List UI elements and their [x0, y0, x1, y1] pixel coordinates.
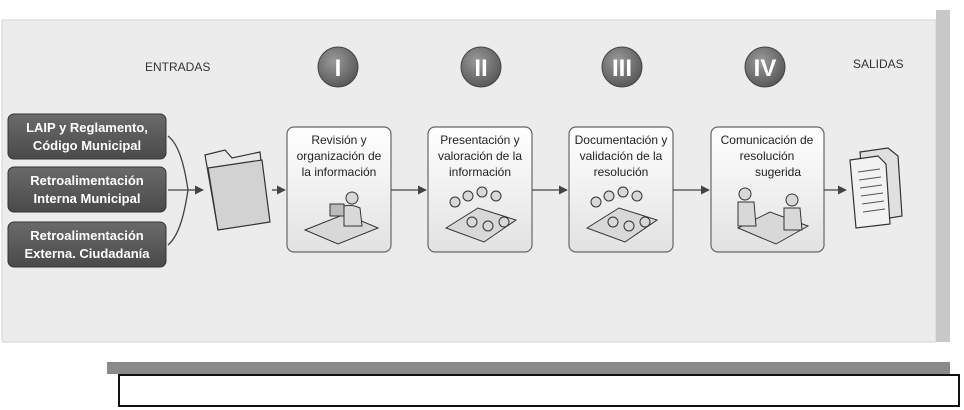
- documents-icon: [849, 147, 903, 229]
- meeting-group-icon: [444, 186, 518, 243]
- input-box-label-line2: Código Municipal: [33, 138, 141, 153]
- input-box-label-line2: Externa. Ciudadanía: [25, 246, 151, 261]
- stage-2-numeral: II: [474, 55, 487, 82]
- caption-box: [118, 374, 960, 407]
- stage-2-line2: valoración de la: [438, 149, 522, 163]
- stage-2-line3: información: [449, 165, 511, 179]
- stage-1-line3: la información: [302, 165, 377, 179]
- stage-3-numeral: III: [612, 55, 632, 82]
- input-box-interna: Retroalimentación Interna Municipal: [7, 166, 167, 213]
- person-computer-icon: [303, 191, 380, 245]
- stage-1-line2: organización de: [297, 149, 382, 163]
- input-bracket: [167, 135, 189, 246]
- stage-4-numeral: IV: [754, 55, 777, 82]
- stage-2-numeral-circle: [460, 46, 502, 88]
- stage-3-line2: validación de la: [580, 149, 663, 163]
- stage-4-line3: sugerida: [755, 165, 801, 179]
- stage-2: II Presentación y valoración de la infor…: [427, 46, 533, 253]
- stage-3-line3: resolución: [594, 165, 649, 179]
- input-box-label-line1: LAIP y Reglamento,: [26, 120, 148, 135]
- separator-bar: [107, 362, 950, 374]
- folder-icon: [204, 149, 271, 231]
- stage-4-numeral-circle: [744, 46, 786, 88]
- stage-4: IV Comunicación de resolución sugerida: [710, 46, 825, 253]
- input-box-label-line1: Retroalimentación: [30, 228, 143, 243]
- input-box-label-line2: Interna Municipal: [34, 191, 141, 206]
- stage-2-line1: Presentación y: [440, 133, 519, 147]
- stage-1-numeral-circle: [317, 46, 359, 88]
- entradas-label: ENTRADAS: [145, 60, 210, 74]
- stage-3: III Documentación y validación de la res…: [568, 46, 674, 253]
- stage-4-line1: Comunicación de: [721, 133, 814, 147]
- input-box-laip: LAIP y Reglamento, Código Municipal: [7, 113, 167, 160]
- stage-1-numeral: I: [335, 55, 342, 82]
- stage-1: I Revisión y organización de la informac…: [286, 46, 392, 253]
- meeting-group-icon: [585, 186, 659, 243]
- input-box-label-line1: Retroalimentación: [30, 173, 143, 188]
- stage-4-line2: resolución: [740, 149, 795, 163]
- stage-3-numeral-circle: [601, 46, 643, 88]
- salidas-label: SALIDAS: [853, 57, 904, 71]
- stage-1-line1: Revisión y: [311, 133, 366, 147]
- two-people-meeting-icon: [736, 187, 810, 245]
- input-box-externa: Retroalimentación Externa. Ciudadanía: [7, 221, 167, 268]
- stage-3-line1: Documentación y: [575, 133, 668, 147]
